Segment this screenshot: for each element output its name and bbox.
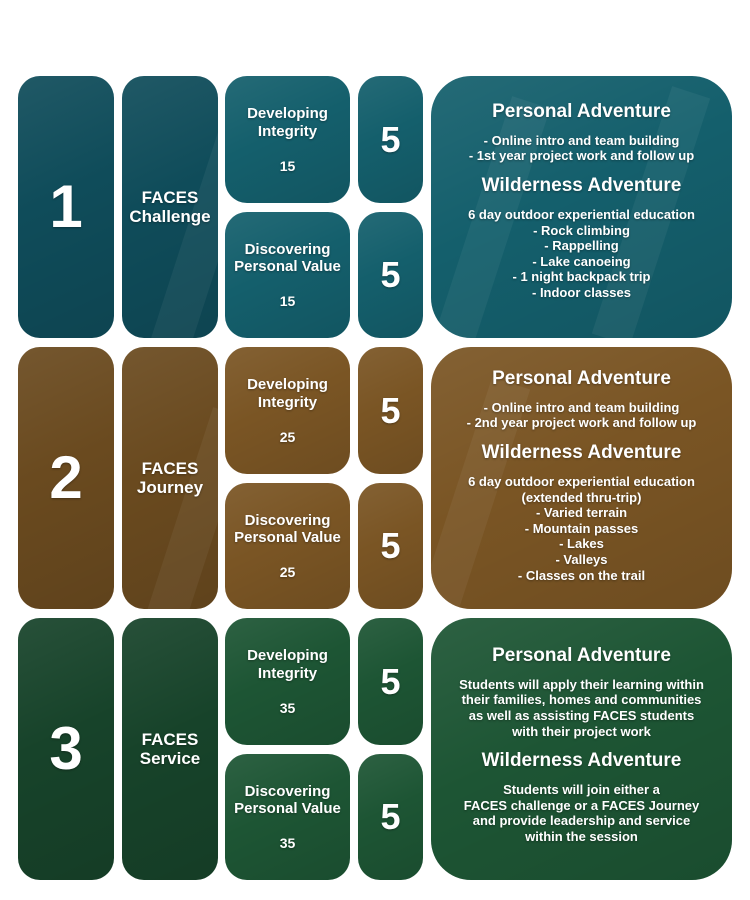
wilderness-adventure-list: 6 day outdoor experiential education - R… — [468, 207, 695, 301]
level-row-1: 1 FACES Challenge Developing Integrity 1… — [18, 76, 732, 338]
level-number-tile: 3 — [18, 618, 114, 880]
personal-adventure-list: Students will apply their learning withi… — [459, 677, 704, 739]
course-title-line1: Discovering — [244, 240, 331, 258]
program-name-line1: FACES — [141, 458, 199, 478]
course-tile: Developing Integrity 35 — [225, 618, 350, 745]
list-item: - Online intro and team building — [483, 132, 680, 148]
level-number: 3 — [49, 715, 83, 782]
program-name-line1: FACES — [141, 187, 199, 207]
credits-value: 5 — [380, 796, 401, 837]
credits-tile: 5 — [358, 76, 423, 203]
course-title-line2: Integrity — [257, 122, 318, 140]
list-item: - Lake canoeing — [532, 253, 631, 269]
list-item: FACES challenge or a FACES Journey — [463, 797, 700, 813]
course-title-line2: Integrity — [257, 393, 318, 411]
list-item: - Rappelling — [544, 238, 619, 254]
level-row-2: 2 FACES Journey Developing Integrity 25 … — [18, 347, 732, 609]
credits-value: 5 — [380, 389, 401, 431]
credits-value: 5 — [380, 660, 401, 702]
list-item: - Lakes — [559, 536, 604, 552]
course-tile: Discovering Personal Value 15 — [225, 212, 350, 338]
course-title-line1: Discovering — [244, 511, 331, 529]
list-item: - Classes on the trail — [517, 567, 646, 583]
credits-tile: 5 — [358, 212, 423, 338]
adventure-description-tile: Personal Adventure - Online intro and te… — [431, 347, 732, 609]
course-title-line1: Developing — [247, 376, 328, 394]
list-item: - 1 night backpack trip — [512, 269, 651, 285]
course-tile: Discovering Personal Value 25 — [225, 483, 350, 609]
program-name-tile: FACES Journey — [122, 347, 218, 609]
level-number: 2 — [49, 444, 83, 511]
personal-adventure-heading: Personal Adventure — [492, 101, 671, 122]
level-number-tile: 2 — [18, 347, 114, 609]
list-item: within the session — [525, 828, 638, 844]
course-tile: Developing Integrity 25 — [225, 347, 350, 474]
credits-tile: 5 — [358, 347, 423, 474]
list-item: their families, homes and communities — [461, 692, 702, 708]
level-row-3: 3 FACES Service Developing Integrity 35 … — [18, 618, 732, 880]
credits-value: 5 — [380, 118, 401, 160]
program-name-line2: Journey — [136, 478, 204, 497]
course-hours: 35 — [279, 835, 296, 852]
list-item: - Online intro and team building — [483, 399, 680, 415]
course-hours: 25 — [279, 564, 296, 581]
program-name-line2: Service — [139, 749, 201, 768]
list-item: - Indoor classes — [532, 284, 631, 300]
course-hours: 15 — [279, 293, 296, 310]
course-tile: Developing Integrity 15 — [225, 76, 350, 203]
course-tile: Discovering Personal Value 35 — [225, 754, 350, 880]
course-title-line1: Developing — [247, 647, 328, 665]
program-name-tile: FACES Service — [122, 618, 218, 880]
adventure-description-tile: Personal Adventure - Online intro and te… — [431, 76, 732, 338]
list-item: 6 day outdoor experiential education — [468, 473, 695, 489]
personal-adventure-list: - Online intro and team building - 2nd y… — [467, 400, 697, 431]
list-item: as well as assisting FACES students — [468, 708, 695, 724]
wilderness-adventure-list: 6 day outdoor experiential education (ex… — [468, 474, 695, 583]
credits-tile: 5 — [358, 754, 423, 880]
credits-value: 5 — [380, 254, 401, 295]
list-item: (extended thru-trip) — [521, 489, 642, 505]
wilderness-adventure-heading: Wilderness Adventure — [481, 442, 682, 464]
personal-adventure-list: - Online intro and team building - 1st y… — [469, 133, 694, 164]
list-item: Students will join either a — [503, 782, 660, 798]
course-title-line1: Discovering — [244, 782, 331, 800]
list-item: - Varied terrain — [535, 505, 628, 521]
adventure-description-tile: Personal Adventure Students will apply t… — [431, 618, 732, 880]
credits-value: 5 — [380, 525, 401, 566]
list-item: Students will apply their learning withi… — [459, 676, 704, 692]
program-name-tile: FACES Challenge — [122, 76, 218, 338]
level-number: 1 — [49, 173, 83, 240]
list-item: - Rock climbing — [533, 222, 630, 238]
course-title-line2: Personal Value — [234, 258, 341, 275]
course-title-line2: Personal Value — [234, 800, 341, 817]
program-name-line1: FACES — [141, 729, 199, 749]
wilderness-adventure-list: Students will join either a FACES challe… — [464, 782, 700, 844]
credits-tile: 5 — [358, 618, 423, 745]
course-hours: 35 — [279, 699, 296, 716]
list-item: 6 day outdoor experiential education — [468, 206, 695, 222]
program-name-line2: Challenge — [129, 207, 211, 226]
course-title-line2: Integrity — [257, 664, 318, 682]
personal-adventure-heading: Personal Adventure — [492, 645, 671, 666]
wilderness-adventure-heading: Wilderness Adventure — [481, 750, 682, 772]
course-title-line2: Personal Value — [234, 529, 341, 546]
course-title-line1: Developing — [247, 105, 328, 123]
list-item: and provide leadership and service — [472, 813, 691, 829]
course-hours: 25 — [279, 428, 296, 445]
level-number-tile: 1 — [18, 76, 114, 338]
list-item: with their project work — [512, 723, 651, 739]
list-item: - 1st year project work and follow up — [468, 148, 695, 164]
wilderness-adventure-heading: Wilderness Adventure — [481, 175, 682, 197]
list-item: - 2nd year project work and follow up — [466, 415, 697, 431]
course-hours: 15 — [279, 157, 296, 174]
list-item: - Mountain passes — [524, 520, 639, 536]
personal-adventure-heading: Personal Adventure — [492, 368, 671, 389]
credits-tile: 5 — [358, 483, 423, 609]
list-item: - Valleys — [555, 551, 608, 567]
